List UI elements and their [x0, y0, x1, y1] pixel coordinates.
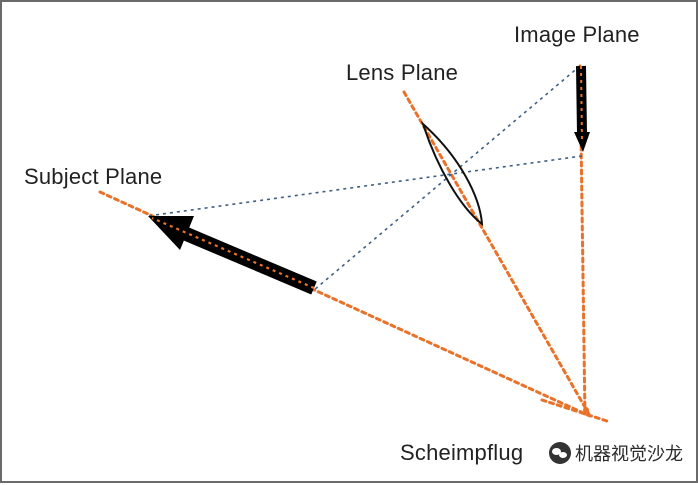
- scheimpflug-label: Scheimpflug: [400, 440, 524, 465]
- scheimpflug-point: [583, 407, 589, 413]
- lens-plane-label: Lens Plane: [346, 60, 459, 85]
- image-plane-label: Image Plane: [514, 22, 640, 47]
- subject-plane-label: Subject Plane: [24, 164, 163, 189]
- image-arrow: [574, 65, 590, 152]
- object-arrow: [148, 216, 317, 295]
- watermark: 机器视觉沙龙: [545, 438, 689, 468]
- ray-line-bottom: [147, 155, 583, 217]
- lens-plane-line: [402, 90, 592, 418]
- wechat-icon: [549, 442, 571, 464]
- lens-shape: [420, 120, 484, 227]
- ray-line-top: [313, 65, 581, 291]
- plane-extension-line: [540, 398, 612, 424]
- watermark-text: 机器视觉沙龙: [575, 444, 683, 465]
